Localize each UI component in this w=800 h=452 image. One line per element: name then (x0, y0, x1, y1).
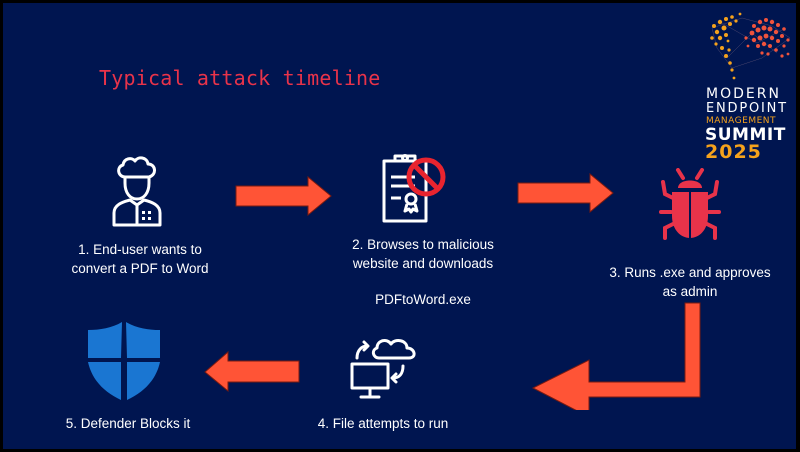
arrow-right-icon (235, 176, 332, 216)
defender-shield-icon (88, 322, 160, 400)
step-1-line-1: 1. End-user wants to (78, 242, 202, 257)
step-3-line-2: as admin (662, 284, 718, 299)
bug-icon (659, 168, 721, 240)
step-2-label: 2. Browses to malicious website and down… (338, 235, 508, 273)
chef-user-icon (112, 156, 162, 227)
computer-cloud-sync-icon (350, 339, 416, 399)
globe-dots-icon (710, 12, 791, 80)
slide: Typical attack timeline (3, 3, 796, 449)
arrow-elbow-left-icon (531, 302, 701, 410)
logo-summit: SUMMIT (705, 125, 786, 145)
step-1-line-2: convert a PDF to Word (71, 261, 209, 276)
blocked-certificate-icon (382, 154, 446, 223)
summit-logo: MODERN ENDPOINT MANAGEMENT SUMMIT 2025 (702, 8, 798, 163)
step-4-line-1: 4. File attempts to run (317, 416, 449, 431)
step-2-filename: PDFtoWord.exe (375, 292, 471, 307)
step-5-line-1: 5. Defender Blocks it (65, 416, 191, 431)
step-3-label: 3. Runs .exe and approves as admin (595, 263, 785, 301)
step-1-label: 1. End-user wants to convert a PDF to Wo… (45, 240, 235, 278)
step-2-line-2: website and downloads (352, 256, 494, 271)
step-2-line-1: 2. Browses to malicious (352, 237, 494, 252)
arrow-right-icon (517, 173, 614, 213)
logo-modern: MODERN (706, 86, 781, 102)
logo-management: MANAGEMENT (706, 116, 776, 126)
logo-year: 2025 (705, 141, 762, 163)
step-3-line-1: 3. Runs .exe and approves (609, 265, 771, 280)
slide-title: Typical attack timeline (99, 66, 381, 90)
step-5-label: 5. Defender Blocks it (48, 414, 208, 433)
step-4-label: 4. File attempts to run (303, 414, 463, 433)
arrow-left-icon (204, 351, 300, 393)
logo-endpoint: ENDPOINT (706, 101, 788, 116)
